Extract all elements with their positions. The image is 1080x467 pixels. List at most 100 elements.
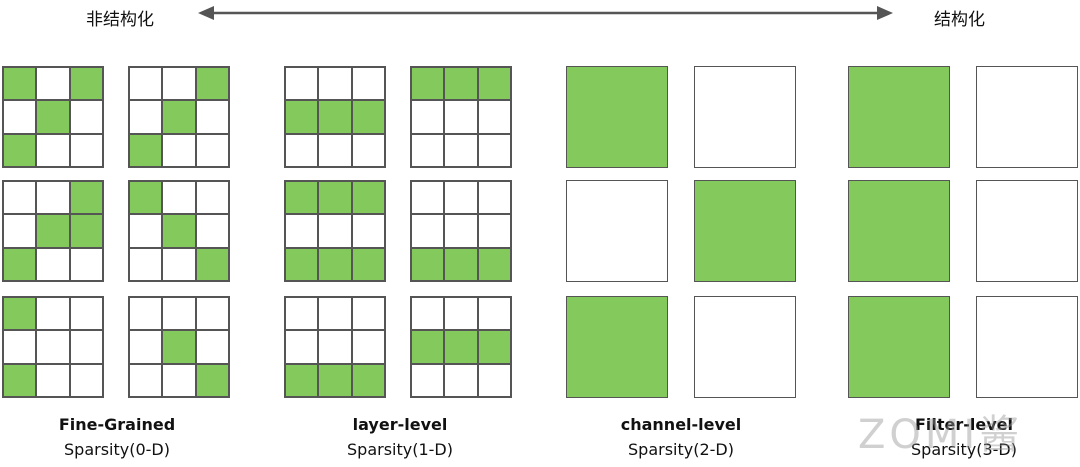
filled-block (566, 66, 668, 168)
empty-cell (477, 181, 511, 215)
empty-cell (69, 363, 103, 397)
filled-cell (411, 247, 445, 281)
empty-cell (477, 297, 511, 331)
filled-cell (3, 297, 37, 331)
empty-cell (36, 330, 70, 364)
group-sub: Sparsity(3-D) (911, 440, 1017, 459)
filled-cell (129, 133, 163, 167)
empty-cell (285, 214, 319, 248)
group-name: channel-level (620, 415, 742, 434)
empty-cell (69, 297, 103, 331)
empty-cell (162, 363, 196, 397)
caption-layer-level: layer-level Sparsity(1-D) (300, 414, 500, 459)
empty-cell (351, 214, 385, 248)
empty-cell (129, 363, 163, 397)
empty-cell (69, 133, 103, 167)
filled-cell (162, 214, 196, 248)
kernel-grid (284, 180, 386, 282)
filled-cell (36, 100, 70, 134)
empty-cell (318, 214, 352, 248)
empty-cell (411, 363, 445, 397)
empty-cell (129, 214, 163, 248)
group-name: layer-level (352, 415, 448, 434)
empty-cell (195, 297, 229, 331)
filled-cell (195, 247, 229, 281)
kernel-grid (128, 180, 230, 282)
filled-cell (444, 247, 478, 281)
kernel-grid (284, 296, 386, 398)
empty-cell (444, 363, 478, 397)
filled-block (848, 180, 950, 282)
empty-cell (318, 67, 352, 101)
group-name: Fine-Grained (58, 415, 176, 434)
empty-cell (3, 330, 37, 364)
filled-cell (285, 247, 319, 281)
kernel-grid (284, 66, 386, 168)
double-arrow-icon (198, 6, 893, 20)
empty-cell (285, 133, 319, 167)
filled-cell (285, 100, 319, 134)
caption-channel-level: channel-level Sparsity(2-D) (581, 414, 781, 459)
empty-cell (477, 363, 511, 397)
filled-cell (477, 247, 511, 281)
empty-cell (69, 100, 103, 134)
empty-block (976, 296, 1078, 398)
filled-cell (351, 363, 385, 397)
filled-cell (411, 67, 445, 101)
empty-cell (36, 297, 70, 331)
filled-cell (195, 363, 229, 397)
filled-block (848, 296, 950, 398)
empty-cell (129, 67, 163, 101)
filled-cell (129, 181, 163, 215)
empty-cell (3, 181, 37, 215)
empty-cell (477, 100, 511, 134)
filled-block (848, 66, 950, 168)
empty-cell (285, 297, 319, 331)
empty-cell (36, 133, 70, 167)
filled-block (694, 180, 796, 282)
group-sub: Sparsity(1-D) (347, 440, 453, 459)
empty-cell (444, 181, 478, 215)
empty-cell (411, 100, 445, 134)
filled-cell (3, 67, 37, 101)
filled-cell (318, 100, 352, 134)
empty-cell (36, 181, 70, 215)
filled-cell (477, 67, 511, 101)
caption-filter-level: Filter-level Sparsity(3-D) (864, 414, 1064, 459)
empty-cell (444, 214, 478, 248)
empty-cell (129, 297, 163, 331)
empty-cell (69, 247, 103, 281)
filled-cell (69, 214, 103, 248)
empty-cell (36, 67, 70, 101)
filled-cell (477, 330, 511, 364)
empty-cell (162, 247, 196, 281)
filled-cell (444, 67, 478, 101)
filled-cell (3, 247, 37, 281)
kernel-grid (410, 296, 512, 398)
empty-cell (444, 100, 478, 134)
empty-cell (411, 181, 445, 215)
empty-cell (195, 214, 229, 248)
empty-cell (3, 214, 37, 248)
empty-cell (411, 133, 445, 167)
filled-cell (318, 181, 352, 215)
kernel-grid (128, 66, 230, 168)
empty-cell (162, 297, 196, 331)
filled-cell (318, 363, 352, 397)
unstructured-label: 非结构化 (86, 10, 154, 30)
empty-cell (129, 247, 163, 281)
kernel-grid (410, 66, 512, 168)
empty-block (694, 296, 796, 398)
filled-cell (285, 181, 319, 215)
empty-cell (129, 330, 163, 364)
filled-cell (3, 363, 37, 397)
caption-fine-grained: Fine-Grained Sparsity(0-D) (17, 414, 217, 459)
kernel-grid (2, 180, 104, 282)
group-name: Filter-level (914, 415, 1014, 434)
empty-cell (3, 100, 37, 134)
kernel-grid (410, 180, 512, 282)
empty-cell (351, 297, 385, 331)
filled-cell (411, 330, 445, 364)
empty-cell (318, 330, 352, 364)
empty-cell (444, 133, 478, 167)
